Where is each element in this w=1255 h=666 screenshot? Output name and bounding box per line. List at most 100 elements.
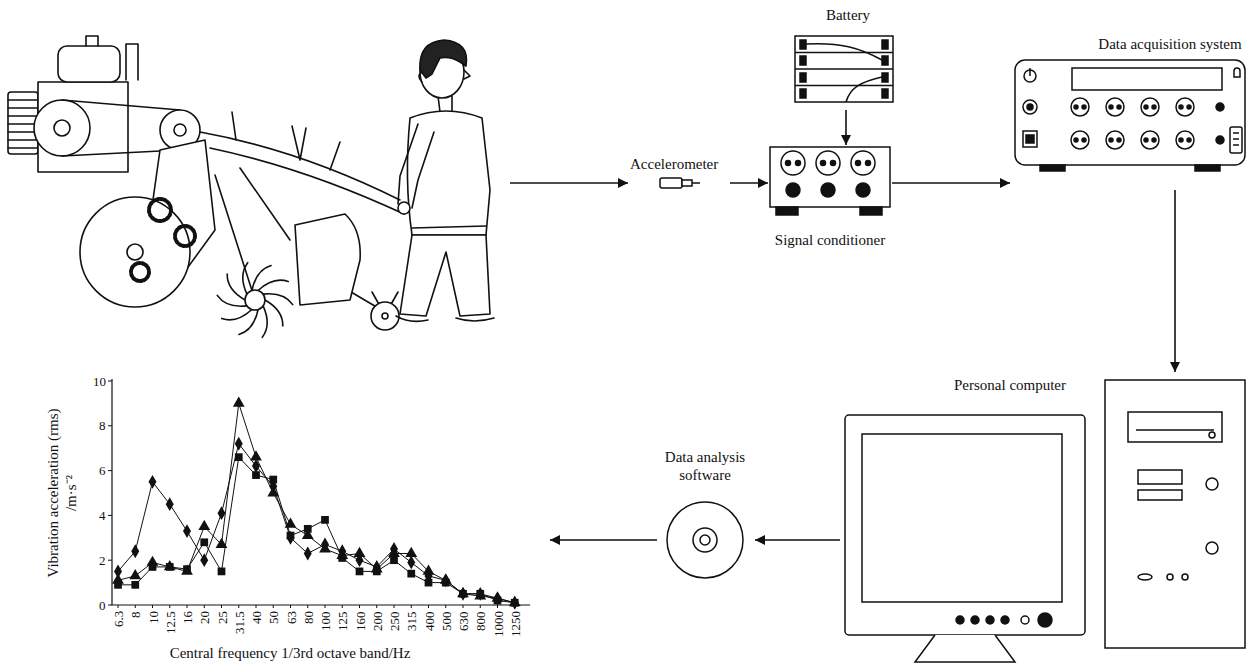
- data-acquisition-unit-icon: [1010, 35, 1250, 190]
- battery-pack-icon: [800, 40, 806, 49]
- x-tick: [169, 605, 170, 608]
- x-tick-label: 31.5: [232, 611, 245, 634]
- y-tick: [108, 605, 112, 606]
- series-marker: [166, 497, 174, 511]
- power-tiller: [126, 44, 138, 80]
- data-acquisition-unit-icon: [1082, 105, 1086, 109]
- signal-arrow: [892, 182, 1010, 184]
- x-tick-label: 250: [388, 612, 401, 632]
- personal-computer-icon: [845, 415, 1085, 635]
- series-marker: [233, 397, 245, 407]
- series-marker: [149, 475, 157, 489]
- y-tick-label: 10: [93, 375, 106, 388]
- operator-figure: [412, 226, 486, 228]
- power-tiller: [174, 124, 186, 136]
- operator-figure: [398, 202, 410, 214]
- x-tick: [359, 605, 360, 608]
- device-label: Battery: [826, 6, 870, 24]
- data-acquisition-unit-icon: [1040, 165, 1065, 171]
- personal-computer-icon: [1138, 490, 1182, 500]
- series-marker: [354, 547, 366, 557]
- series-marker: [252, 471, 260, 479]
- series-marker: [511, 599, 519, 607]
- battery-pack-icon: [800, 73, 806, 82]
- x-tick-label: 125: [336, 612, 349, 632]
- series-marker: [287, 532, 295, 540]
- power-tiller: [54, 120, 70, 136]
- data-acquisition-unit-icon: [1023, 100, 1037, 114]
- data-acquisition-unit-icon: [1141, 98, 1159, 116]
- series-marker: [164, 560, 176, 570]
- power-tiller: [149, 199, 171, 221]
- personal-computer-icon: [1021, 616, 1029, 624]
- x-tick-label: 1250: [508, 611, 521, 637]
- software-disc-icon: [667, 502, 743, 578]
- series-marker: [407, 556, 415, 570]
- axis-title: Vibration acceleration (rms) /m·s⁻²: [44, 393, 80, 593]
- series-marker: [494, 597, 502, 605]
- data-acquisition-unit-icon: [1023, 131, 1037, 147]
- power-tiller: [34, 100, 90, 156]
- series-marker: [457, 587, 469, 597]
- x-tick-label: 20: [198, 611, 211, 624]
- battery-pack-icon: [800, 89, 806, 98]
- battery-pack: Battery: [790, 6, 902, 110]
- series-marker: [131, 581, 139, 589]
- x-tick-label: 500: [439, 612, 452, 632]
- series-marker: [474, 589, 486, 599]
- personal-computer-icon: [1209, 432, 1215, 438]
- power-tiller: [131, 263, 149, 281]
- power-tiller: [200, 132, 404, 214]
- data-acquisition-unit-icon: [1233, 133, 1239, 145]
- software-disc-icon: [693, 528, 717, 552]
- series-marker: [476, 590, 484, 598]
- series-line: [118, 403, 515, 602]
- accelerometer-sensor-icon: [682, 180, 692, 186]
- signal-conditioner-box-icon: [821, 161, 826, 166]
- x-tick: [445, 605, 446, 608]
- data-acquisition-unit-icon: [1026, 135, 1034, 143]
- x-tick-label: 10: [146, 611, 159, 624]
- personal-computer-icon: [986, 616, 994, 624]
- y-tick-label: 8: [99, 419, 106, 432]
- signal-conditioner-box-icon: [831, 161, 836, 166]
- series-marker: [287, 531, 295, 545]
- data-acquisition-unit-icon: [1074, 138, 1078, 142]
- operator-figure: [419, 72, 422, 82]
- chart-axes: [112, 379, 530, 605]
- data-acquisition-unit-icon: [1179, 105, 1183, 109]
- battery-pack-icon: [882, 89, 888, 98]
- x-tick: [290, 605, 291, 608]
- signal-arrow: [1174, 190, 1176, 372]
- series-marker: [200, 553, 208, 567]
- data-acquisition-unit-icon: [1109, 138, 1113, 142]
- signal-conditioner-box-icon: [856, 183, 870, 197]
- personal-computer-icon: [840, 372, 1250, 666]
- x-tick: [428, 605, 429, 608]
- software-disc-icon: [667, 502, 743, 578]
- y-tick-label: 2: [99, 554, 106, 567]
- data-acquisition-unit-icon: [1216, 136, 1224, 144]
- personal-computer-icon: [1001, 616, 1009, 624]
- data-acquisition-unit-icon: [1015, 60, 1245, 171]
- personal-computer-icon: [1138, 470, 1182, 484]
- accelerometer-sensor-icon: [692, 182, 700, 184]
- signal-conditioner-box-icon: [781, 151, 805, 175]
- signal-arrow: [845, 110, 847, 145]
- x-tick-label: 315: [405, 612, 418, 632]
- series-marker: [250, 450, 262, 460]
- series-marker: [423, 565, 435, 575]
- series-marker: [149, 563, 157, 571]
- series-marker: [509, 596, 521, 606]
- series-marker: [356, 568, 364, 576]
- data-acquisition-unit-icon: [1029, 68, 1031, 76]
- power-tiller: [58, 46, 120, 82]
- x-tick: [187, 605, 188, 608]
- series-marker: [442, 579, 450, 587]
- personal-computer-icon: [845, 380, 1245, 662]
- series-marker: [338, 554, 346, 562]
- x-tick: [118, 605, 119, 608]
- series-marker: [373, 568, 381, 576]
- x-tick-label: 8: [129, 612, 142, 619]
- series-marker: [390, 556, 398, 564]
